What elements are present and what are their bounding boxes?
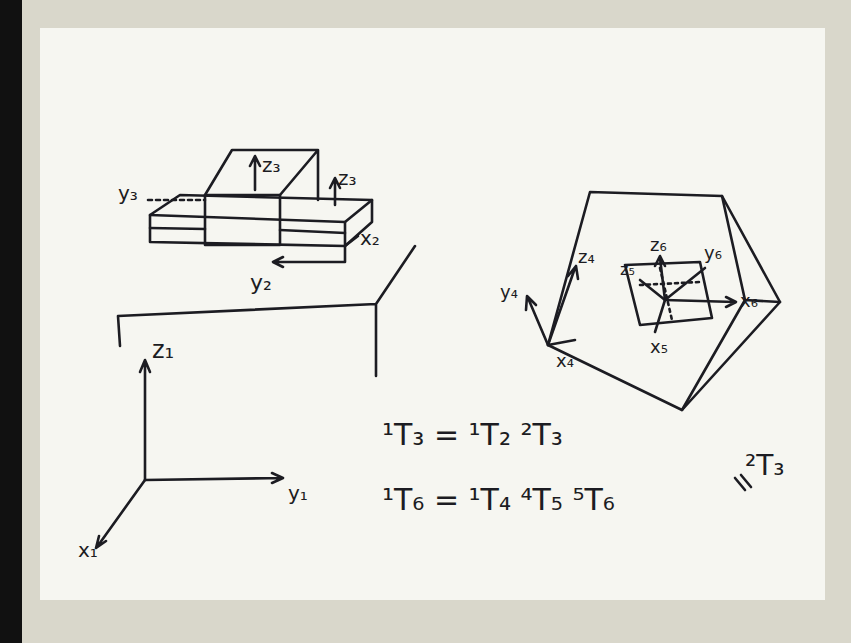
axis-arrow bbox=[345, 236, 358, 246]
axis-label: z₅ bbox=[620, 262, 635, 278]
block-dash bbox=[640, 268, 700, 320]
axis-label: y₆ bbox=[704, 244, 722, 262]
axis-label: x₂ bbox=[360, 228, 380, 248]
small-block bbox=[625, 262, 712, 325]
equation: ¹T₆ = ¹T₄ ⁴T₅ ⁵T₆ bbox=[382, 485, 615, 515]
paper bbox=[40, 28, 825, 600]
equation: ²T₃ bbox=[745, 452, 785, 480]
axis-arrow bbox=[640, 280, 665, 300]
axis-arrow bbox=[140, 360, 150, 480]
axis-label: z₃ bbox=[262, 155, 281, 175]
block-top bbox=[205, 150, 318, 200]
block-front bbox=[205, 195, 280, 245]
illustration bbox=[96, 150, 780, 548]
wedge bbox=[548, 192, 780, 410]
axis-arrow bbox=[655, 300, 665, 332]
axis-label: y₃ bbox=[118, 183, 138, 203]
axis-arrow bbox=[548, 266, 578, 345]
slab-line bbox=[150, 228, 345, 233]
axis-label: z₄ bbox=[578, 248, 595, 266]
axis-arrow bbox=[526, 296, 548, 345]
axis-label: z₃ bbox=[338, 168, 357, 188]
axis-arrow bbox=[250, 156, 260, 190]
axis-arrow bbox=[145, 473, 283, 483]
slab-side bbox=[150, 200, 372, 246]
axis-label: z₁ bbox=[152, 338, 174, 362]
table bbox=[118, 246, 415, 376]
axis-arrow bbox=[665, 268, 705, 300]
axis-label: x₁ bbox=[78, 540, 98, 560]
axis-label: z₆ bbox=[650, 236, 667, 254]
axis-label: x₆ bbox=[740, 292, 758, 310]
axis-label: x₅ bbox=[650, 338, 668, 356]
axis-arrow bbox=[273, 246, 345, 267]
axis-arrow bbox=[96, 480, 145, 548]
equation: ¹T₃ = ¹T₂ ²T₃ bbox=[382, 420, 563, 450]
dotted-axis bbox=[148, 199, 205, 202]
axis-arrow bbox=[548, 340, 575, 345]
axis-arrow bbox=[665, 297, 736, 307]
axis-label: y₁ bbox=[288, 483, 308, 503]
axis-label: y₂ bbox=[250, 272, 272, 294]
edge-strip bbox=[0, 0, 22, 643]
axis-label: x₄ bbox=[556, 352, 574, 370]
axis-label: y₄ bbox=[500, 283, 518, 301]
